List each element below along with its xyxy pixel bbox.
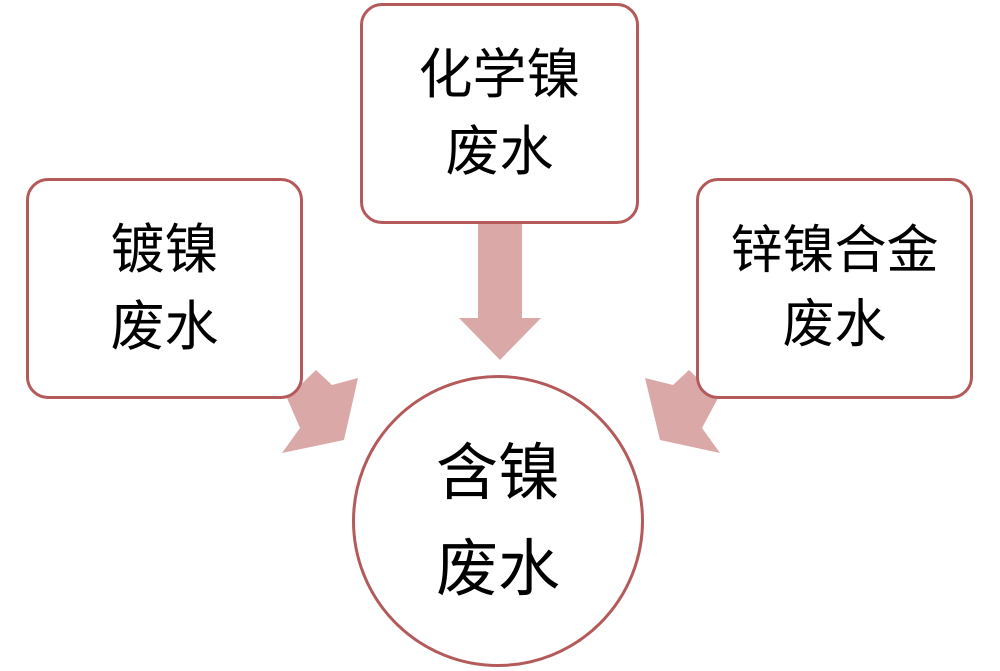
node-label-line: 镀镍 [110, 217, 219, 281]
node-chemical-nickel-wastewater: 化学镍 废水 [360, 3, 639, 224]
node-zinc-nickel-alloy-wastewater: 锌镍合金 废水 [696, 178, 973, 399]
node-nickel-containing-wastewater: 含镍 废水 [352, 375, 644, 667]
node-label-line: 锌镍合金 [730, 220, 939, 281]
arrow-top-to-center [459, 222, 541, 360]
node-label-line: 废水 [435, 532, 560, 605]
arrow-left-to-center [282, 370, 358, 453]
node-label-line: 化学镍 [418, 42, 581, 106]
node-label-line: 含镍 [435, 435, 560, 509]
node-label-line: 废水 [782, 294, 887, 355]
node-label-line: 废水 [110, 294, 219, 358]
node-label-line: 废水 [445, 119, 554, 183]
node-nickel-plating-wastewater: 镀镍 废水 [26, 178, 303, 399]
